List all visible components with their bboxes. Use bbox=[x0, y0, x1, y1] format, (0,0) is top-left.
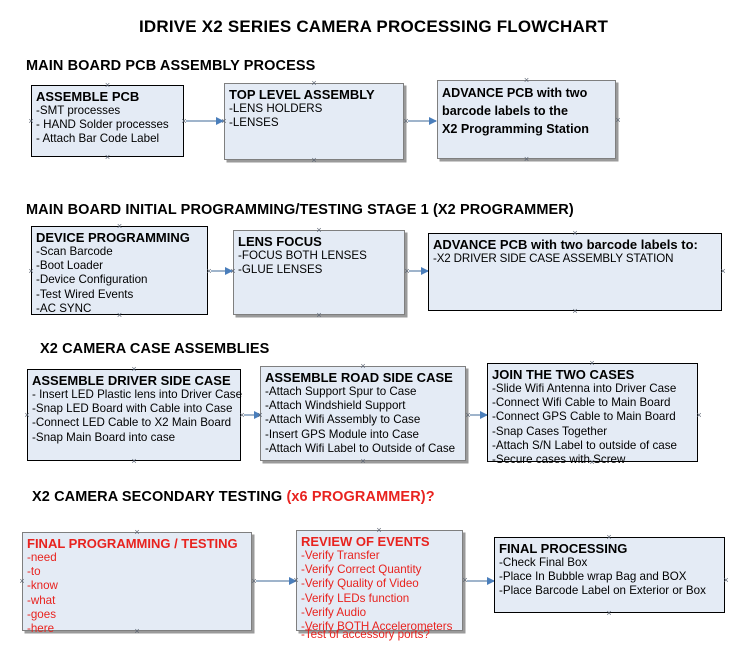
node-title: ASSEMBLE DRIVER SIDE CASE bbox=[32, 373, 231, 388]
node-line: -LENSES bbox=[229, 116, 279, 130]
connector-final-programming-to-review-of-events bbox=[256, 577, 297, 585]
node-line: -what bbox=[27, 593, 56, 607]
node-line: -Connect LED Cable to X2 Main Board bbox=[32, 416, 232, 430]
node-line: -know bbox=[27, 579, 58, 593]
node-line: - Attach Bar Code Label bbox=[36, 132, 160, 146]
node-line: -Insert GPS Module into Case bbox=[265, 427, 420, 441]
node-final-processing[interactable]: FINAL PROCESSING -Check Final Box -Place… bbox=[494, 537, 725, 613]
connector-road-side-to-join-cases bbox=[470, 411, 488, 419]
node-line: -Attach Support Spur to Case bbox=[265, 385, 417, 398]
node-line: ADVANCE PCB with two bbox=[442, 86, 588, 100]
node-assemble-road-side-case[interactable]: ASSEMBLE ROAD SIDE CASE -Attach Support … bbox=[260, 366, 466, 461]
section-heading-case-assemblies: X2 CAMERA CASE ASSEMBLIES bbox=[40, 341, 269, 357]
node-advance-pcb-to-driver-side-case[interactable]: ADVANCE PCB with two barcode labels to: … bbox=[428, 233, 722, 311]
section-heading-text: MAIN BOARD PCB ASSEMBLY PROCESS bbox=[26, 58, 316, 74]
node-title: TOP LEVEL ASSEMBLY bbox=[229, 87, 375, 102]
node-line: -Verify BOTH Accelerometers bbox=[301, 620, 453, 634]
node-assemble-driver-side-case[interactable]: ASSEMBLE DRIVER SIDE CASE - Insert LED P… bbox=[27, 369, 243, 461]
node-line: -Attach Wifi Assembly to Case bbox=[265, 413, 421, 427]
node-title: DEVICE PROGRAMMING bbox=[36, 230, 190, 245]
node-final-programming-testing[interactable]: FINAL PROGRAMMING / TESTING -need -to -k… bbox=[22, 532, 252, 635]
node-line: -Slide Wifi Antenna into Driver Case bbox=[492, 382, 677, 395]
node-title: ASSEMBLE PCB bbox=[36, 89, 140, 104]
node-line: -Place In Bubble wrap Bag and BOX bbox=[499, 570, 687, 584]
node-line: -Scan Barcode bbox=[36, 245, 113, 258]
section-heading-secondary-testing: X2 CAMERA SECONDARY TESTING (x6 PROGRAMM… bbox=[32, 489, 435, 505]
node-line: -GLUE LENSES bbox=[238, 263, 323, 277]
node-line: -goes bbox=[27, 607, 57, 621]
node-review-of-events[interactable]: REVIEW OF EVENTS -Verify Transfer -Verif… bbox=[296, 530, 463, 641]
node-title: JOIN THE TWO CASES bbox=[492, 367, 635, 382]
node-line: -SMT processes bbox=[36, 104, 121, 117]
connector-review-of-events-to-final-processing bbox=[467, 577, 495, 585]
node-line: -FOCUS BOTH LENSES bbox=[238, 249, 367, 262]
connector-device-programming-to-lens-focus bbox=[211, 267, 233, 275]
node-line: -Attach Windshield Support bbox=[265, 399, 406, 413]
document-title: IDRIVE X2 SERIES CAMERA PROCESSING FLOWC… bbox=[138, 17, 609, 36]
node-title: FINAL PROGRAMMING / TESTING bbox=[27, 536, 238, 551]
node-line: -LENS HOLDERS bbox=[229, 102, 323, 115]
node-line: -Connect GPS Cable to Main Board bbox=[492, 410, 676, 424]
node-title: REVIEW OF EVENTS bbox=[301, 534, 430, 549]
section-heading-accent: (x6 PROGRAMMER)? bbox=[286, 489, 435, 505]
node-line: -AC SYNC bbox=[36, 301, 92, 315]
node-title: LENS FOCUS bbox=[238, 234, 322, 249]
node-line: -Place Barcode Label on Exterior or Box bbox=[499, 584, 706, 598]
node-line: barcode labels to the bbox=[442, 104, 568, 118]
node-line: -Attach Wifi Label to Outside of Case bbox=[265, 441, 456, 455]
node-title: ASSEMBLE ROAD SIDE CASE bbox=[265, 370, 453, 385]
section-heading-text: MAIN BOARD INITIAL PROGRAMMING/TESTING S… bbox=[26, 202, 574, 218]
node-line: -Verify Quality of Video bbox=[301, 577, 419, 591]
node-line: -Snap LED Board with Cable into Case bbox=[32, 402, 233, 416]
node-join-the-two-cases[interactable]: JOIN THE TWO CASES -Slide Wifi Antenna i… bbox=[487, 363, 698, 466]
node-line: -Connect Wifi Cable to Main Board bbox=[492, 396, 671, 410]
node-line-overflow: -Test of accessory ports? bbox=[301, 628, 430, 641]
node-line: -need bbox=[27, 551, 57, 564]
node-line: - HAND Solder processes bbox=[36, 118, 169, 132]
section-heading-initial-programming: MAIN BOARD INITIAL PROGRAMMING/TESTING S… bbox=[26, 202, 574, 218]
connector-assemble-pcb-to-top-level-assembly bbox=[186, 117, 224, 125]
node-line: -Verify Transfer bbox=[301, 549, 380, 562]
node-title: FINAL PROCESSING bbox=[499, 541, 628, 556]
node-assemble-pcb[interactable]: ASSEMBLE PCB -SMT processes - HAND Solde… bbox=[31, 85, 184, 157]
section-heading-text: X2 CAMERA CASE ASSEMBLIES bbox=[40, 341, 270, 357]
node-line: -Verify Correct Quantity bbox=[301, 563, 422, 577]
section-heading-pcb-assembly: MAIN BOARD PCB ASSEMBLY PROCESS bbox=[26, 58, 315, 74]
node-line: - Insert LED Plastic lens into Driver Ca… bbox=[32, 388, 243, 401]
node-lens-focus[interactable]: LENS FOCUS -FOCUS BOTH LENSES -GLUE LENS… bbox=[233, 230, 405, 315]
node-line: -Snap Main Board into case bbox=[32, 430, 176, 444]
node-line: -Attach S/N Label to outside of case bbox=[492, 438, 677, 452]
connector-lens-focus-to-advance-pcb bbox=[409, 267, 429, 275]
node-line: -Test Wired Events bbox=[36, 287, 134, 301]
node-advance-pcb-to-programming-station[interactable]: ADVANCE PCB with two barcode labels to t… bbox=[437, 80, 616, 159]
node-line: -Secure cases with Screw bbox=[492, 453, 626, 467]
node-line: -Device Configuration bbox=[36, 273, 148, 287]
node-line: -Check Final Box bbox=[499, 556, 588, 569]
connector-top-level-assembly-to-advance-pcb bbox=[408, 117, 437, 125]
node-line: -X2 DRIVER SIDE CASE ASSEMBLY STATION bbox=[433, 252, 674, 265]
node-line: -Verify LEDs function bbox=[301, 591, 410, 605]
node-line: -here bbox=[27, 622, 55, 636]
node-top-level-assembly[interactable]: TOP LEVEL ASSEMBLY -LENS HOLDERS -LENSES bbox=[224, 83, 404, 160]
connector-driver-side-to-road-side bbox=[244, 411, 262, 419]
node-line: -Snap Cases Together bbox=[492, 424, 608, 438]
node-line: X2 Programming Station bbox=[442, 122, 589, 136]
node-line: -Verify Audio bbox=[301, 605, 367, 619]
node-line: -Boot Loader bbox=[36, 259, 104, 273]
node-device-programming[interactable]: DEVICE PROGRAMMING -Scan Barcode -Boot L… bbox=[31, 226, 208, 315]
section-heading-text: X2 CAMERA SECONDARY TESTING bbox=[32, 489, 287, 505]
node-line: -to bbox=[27, 565, 41, 579]
node-title: ADVANCE PCB with two barcode labels to: bbox=[433, 237, 698, 252]
